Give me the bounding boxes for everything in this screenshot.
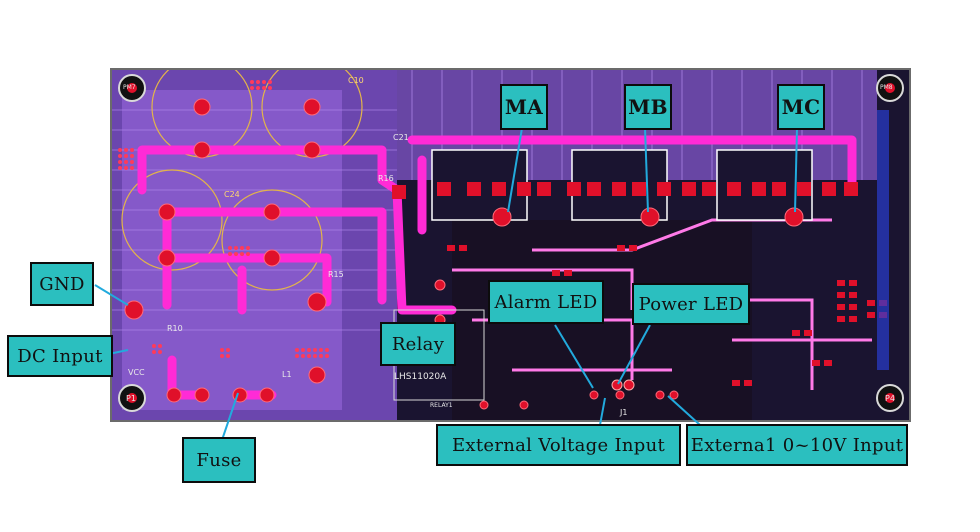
callout-dc-input: DC Input	[7, 335, 113, 377]
silk-c24: C24	[224, 190, 240, 199]
silk-p1: P1	[126, 394, 136, 403]
silk-pm8: PM8	[880, 84, 893, 91]
silk-r15: R15	[328, 270, 344, 279]
callout-gnd: GND	[30, 262, 94, 306]
callout-power-led: Power LED	[632, 283, 750, 325]
callout-relay: Relay	[380, 322, 456, 366]
silk-vcc: VCC	[128, 368, 145, 377]
callout-external-0-10v-input: Externa1 0~10V Input	[686, 424, 908, 466]
silk-j1: J1	[620, 408, 628, 417]
callout-mb: MB	[624, 84, 672, 130]
callout-fuse: Fuse	[182, 437, 256, 483]
silk-p4: P4	[885, 394, 895, 403]
silk-r16: R16	[378, 174, 394, 183]
callout-alarm-led: Alarm LED	[488, 280, 604, 324]
silk-relay-ref: RELAY1	[430, 402, 453, 409]
callout-mc: MC	[777, 84, 825, 130]
silk-l1: L1	[282, 370, 292, 379]
callout-external-voltage-input: External Voltage Input	[436, 424, 681, 466]
callout-ma: MA	[500, 84, 548, 130]
silk-r10: R10	[167, 324, 183, 333]
silk-pm7: PM7	[123, 84, 136, 91]
silk-c21: C21	[393, 133, 409, 142]
silk-relay-part: LHS11020A	[394, 372, 447, 382]
silk-c10: C10	[348, 76, 364, 85]
